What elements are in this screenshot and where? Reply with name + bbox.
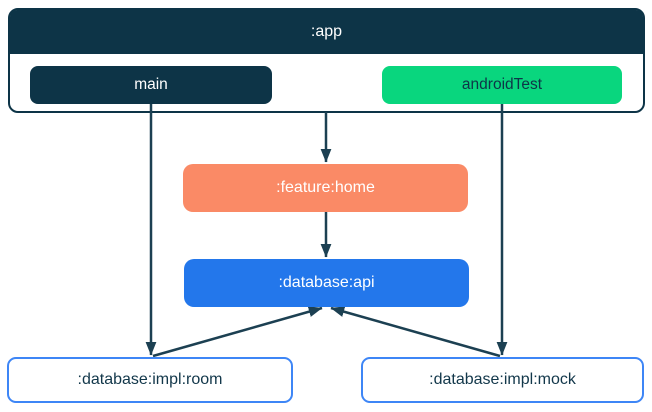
module-group-app-header: :app — [10, 10, 643, 54]
node-feature-home: :feature:home — [183, 164, 468, 212]
node-database-impl-room-label: :database:impl:room — [77, 371, 223, 388]
node-database-api-label: :database:api — [278, 274, 375, 291]
node-feature-home-label: :feature:home — [276, 179, 375, 196]
module-group-app-label: :app — [310, 23, 343, 40]
node-database-impl-mock-label: :database:impl:mock — [429, 371, 576, 388]
node-database-impl-mock: :database:impl:mock — [361, 357, 644, 403]
edge-database-impl-room-to-database-api — [152, 306, 323, 358]
node-source-set-main: main — [30, 66, 272, 104]
node-androidtest-label: androidTest — [461, 76, 543, 93]
node-database-api: :database:api — [184, 259, 469, 307]
node-database-impl-room: :database:impl:room — [7, 357, 293, 403]
node-source-set-androidtest: androidTest — [382, 66, 622, 104]
node-main-label: main — [134, 76, 168, 93]
edge-database-impl-mock-to-database-api — [330, 306, 501, 358]
